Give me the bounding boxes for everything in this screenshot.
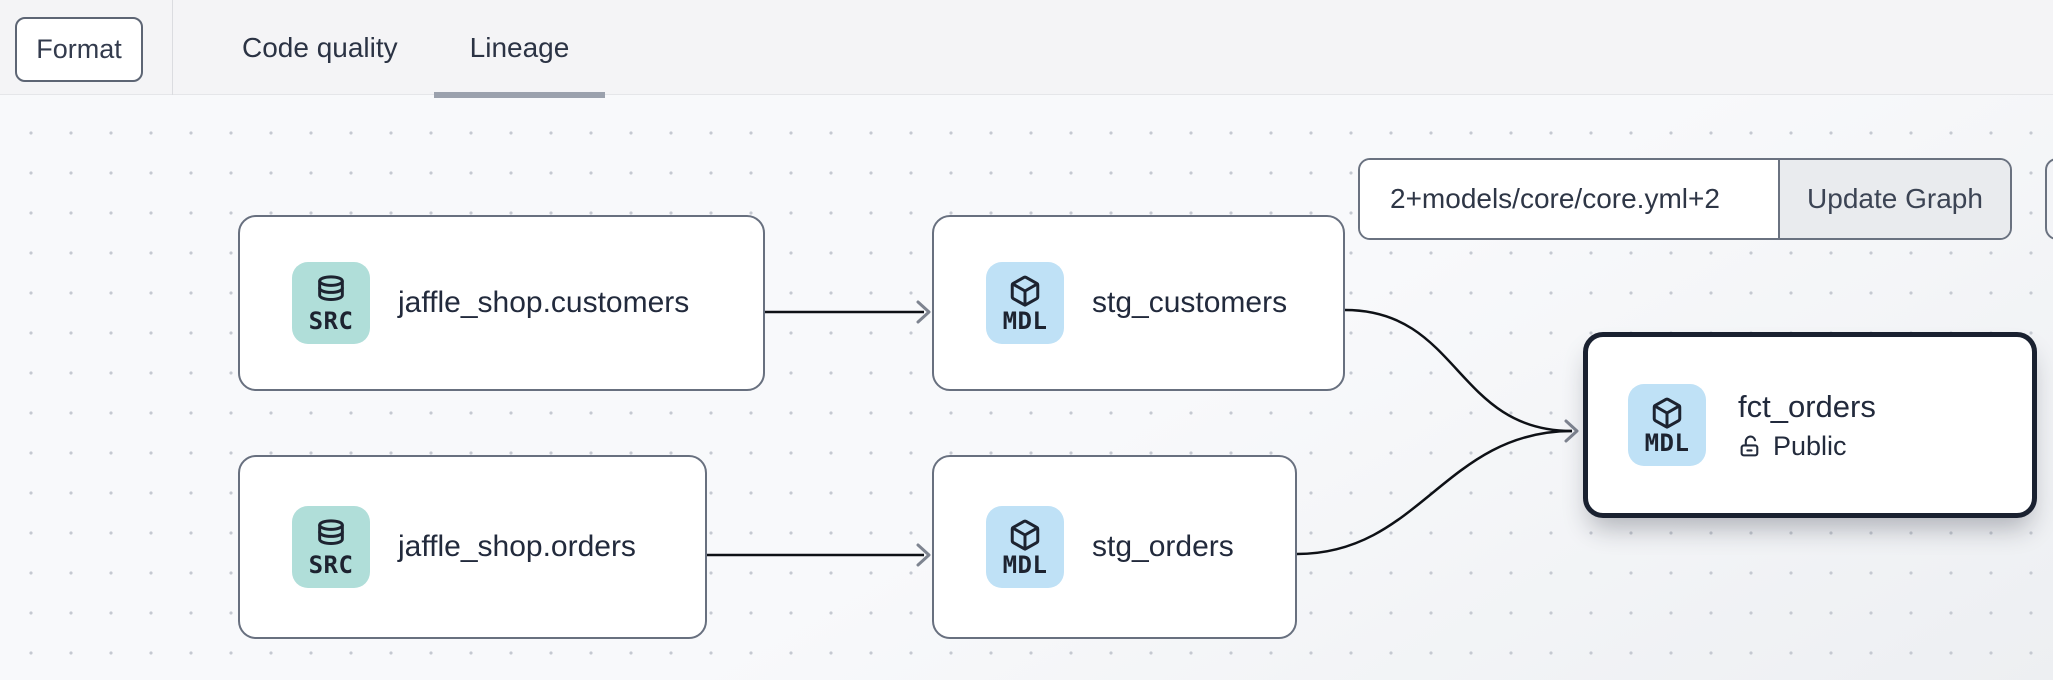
node-source-jaffle-shop-customers[interactable]: SRC jaffle_shop.customers bbox=[238, 215, 765, 391]
cube-icon bbox=[1010, 275, 1040, 307]
node-label: fct_orders bbox=[1738, 388, 1876, 424]
arrowhead-icon bbox=[916, 543, 931, 567]
toolbar-divider bbox=[172, 0, 173, 95]
node-model-fct-orders[interactable]: MDL fct_orders Public bbox=[1583, 332, 2037, 518]
arrowhead-icon bbox=[1564, 419, 1579, 443]
badge-label: MDL bbox=[1002, 550, 1048, 579]
cube-icon bbox=[1652, 397, 1682, 429]
update-graph-button[interactable]: Update Graph bbox=[1778, 160, 2010, 238]
source-badge: SRC bbox=[292, 506, 370, 588]
node-source-jaffle-shop-orders[interactable]: SRC jaffle_shop.orders bbox=[238, 455, 707, 639]
source-badge: SRC bbox=[292, 262, 370, 344]
database-icon bbox=[318, 518, 344, 545]
lineage-selector-input[interactable] bbox=[1360, 160, 1778, 238]
badge-label: SRC bbox=[308, 306, 354, 335]
node-label: jaffle_shop.orders bbox=[398, 530, 636, 563]
model-badge: MDL bbox=[986, 262, 1064, 344]
cube-icon bbox=[1010, 519, 1040, 551]
tab-bar: Code quality Lineage bbox=[206, 0, 606, 98]
badge-label: MDL bbox=[1002, 306, 1048, 335]
edge-stg-customers-to-fct bbox=[1344, 308, 1573, 433]
database-icon bbox=[318, 274, 344, 301]
badge-label: MDL bbox=[1644, 428, 1690, 457]
tab-code-quality[interactable]: Code quality bbox=[242, 31, 398, 63]
node-label: stg_customers bbox=[1092, 286, 1288, 319]
top-toolbar: Format Code quality Lineage bbox=[0, 0, 2053, 98]
visibility-label: Public bbox=[1773, 430, 1847, 461]
tab-lineage[interactable]: Lineage bbox=[433, 0, 606, 98]
arrowhead-icon bbox=[916, 300, 931, 324]
lock-open-icon bbox=[1740, 435, 1759, 456]
node-label: jaffle_shop.customers bbox=[398, 286, 690, 319]
node-model-stg-customers[interactable]: MDL stg_customers bbox=[932, 215, 1345, 391]
clipped-edge-button[interactable] bbox=[2045, 158, 2053, 240]
model-badge: MDL bbox=[986, 506, 1064, 588]
visibility-row: Public bbox=[1738, 431, 1876, 462]
lineage-selector-group: Update Graph bbox=[1358, 158, 2012, 240]
model-badge: MDL bbox=[1628, 384, 1706, 466]
format-button[interactable]: Format bbox=[15, 17, 143, 82]
node-model-stg-orders[interactable]: MDL stg_orders bbox=[932, 455, 1297, 639]
node-label: stg_orders bbox=[1092, 530, 1234, 563]
edge-stg-orders-to-fct bbox=[1296, 429, 1573, 556]
badge-label: SRC bbox=[308, 550, 354, 579]
